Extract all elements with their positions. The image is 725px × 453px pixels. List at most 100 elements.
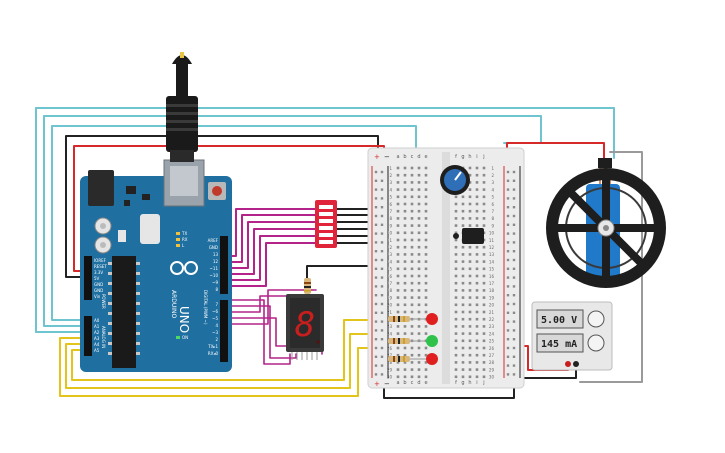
led-red-2[interactable] (388, 353, 438, 365)
breadboard-hole[interactable] (468, 253, 472, 256)
rail-hole[interactable] (506, 223, 510, 226)
breadboard-hole[interactable] (468, 353, 472, 357)
breadboard-hole[interactable] (410, 281, 414, 285)
breadboard-hole[interactable] (417, 289, 421, 292)
wire-magenta-1[interactable] (223, 208, 316, 257)
rail-hole[interactable] (380, 276, 384, 279)
breadboard-hole[interactable] (403, 346, 407, 350)
rail-hole[interactable] (512, 232, 516, 235)
breadboard-hole[interactable] (417, 325, 421, 328)
rail-hole[interactable] (512, 276, 516, 279)
rail-hole[interactable] (506, 258, 510, 262)
breadboard-hole[interactable] (417, 224, 421, 227)
breadboard-hole[interactable] (410, 202, 414, 206)
rail-hole[interactable] (380, 197, 384, 200)
breadboard-hole[interactable] (482, 166, 486, 170)
rail-hole[interactable] (380, 294, 384, 297)
rail-hole[interactable] (380, 250, 384, 253)
breadboard-hole[interactable] (417, 209, 421, 213)
rail-hole[interactable] (512, 355, 516, 358)
breadboard-hole[interactable] (475, 188, 479, 191)
rail-hole[interactable] (506, 329, 510, 332)
breadboard-hole[interactable] (468, 209, 472, 213)
breadboard-hole[interactable] (468, 188, 472, 191)
rail-hole[interactable] (380, 223, 384, 226)
breadboard-hole[interactable] (454, 274, 458, 278)
breadboard-hole[interactable] (403, 296, 407, 299)
breadboard-hole[interactable] (396, 260, 400, 263)
breadboard-hole[interactable] (410, 289, 414, 292)
rail-hole[interactable] (380, 346, 384, 350)
rail-hole[interactable] (506, 188, 510, 191)
breadboard-hole[interactable] (396, 346, 400, 350)
voltage-knob[interactable] (587, 310, 605, 328)
led-green[interactable] (388, 335, 438, 347)
wire-magenta-seg[interactable] (223, 289, 323, 365)
breadboard-hole[interactable] (424, 209, 428, 213)
breadboard-hole[interactable] (410, 238, 414, 242)
breadboard-hole[interactable] (461, 260, 465, 263)
rail-hole[interactable] (512, 223, 516, 226)
rail-hole[interactable] (374, 294, 378, 297)
breadboard-hole[interactable] (454, 217, 458, 220)
breadboard-hole[interactable] (461, 267, 465, 271)
breadboard-hole[interactable] (461, 303, 465, 307)
breadboard-hole[interactable] (468, 325, 472, 328)
breadboard-hole[interactable] (475, 166, 479, 170)
breadboard-hole[interactable] (403, 332, 407, 335)
breadboard-hole[interactable] (468, 296, 472, 299)
servo-motor[interactable] (546, 158, 666, 288)
breadboard-hole[interactable] (461, 346, 465, 350)
breadboard-hole[interactable] (424, 274, 428, 278)
breadboard-hole[interactable] (454, 209, 458, 213)
breadboard-hole[interactable] (468, 346, 472, 350)
rail-hole[interactable] (512, 311, 516, 314)
breadboard-hole[interactable] (454, 375, 458, 379)
breadboard-hole[interactable] (396, 238, 400, 242)
breadboard-hole[interactable] (410, 173, 414, 177)
breadboard-hole[interactable] (403, 260, 407, 263)
rail-hole[interactable] (380, 285, 384, 288)
rail-hole[interactable] (506, 373, 510, 376)
breadboard-hole[interactable] (475, 209, 479, 213)
breadboard-hole[interactable] (403, 289, 407, 292)
breadboard-hole[interactable] (424, 245, 428, 249)
breadboard-hole[interactable] (482, 296, 486, 299)
breadboard-hole[interactable] (475, 202, 479, 206)
rail-hole[interactable] (512, 285, 516, 288)
breadboard-hole[interactable] (475, 368, 479, 371)
breadboard-hole[interactable] (403, 195, 407, 199)
breadboard-hole[interactable] (424, 267, 428, 271)
rail-hole[interactable] (380, 258, 384, 262)
breadboard-hole[interactable] (468, 289, 472, 292)
breadboard-hole[interactable] (396, 310, 400, 314)
rail-hole[interactable] (374, 206, 378, 209)
rail-hole[interactable] (380, 311, 384, 314)
breadboard-hole[interactable] (424, 188, 428, 191)
breadboard-hole[interactable] (482, 317, 486, 321)
power-cable[interactable] (166, 52, 198, 162)
breadboard-hole[interactable] (410, 217, 414, 220)
breadboard-hole[interactable] (461, 332, 465, 335)
breadboard-hole[interactable] (482, 260, 486, 263)
breadboard-hole[interactable] (410, 332, 414, 335)
breadboard-hole[interactable] (410, 245, 414, 249)
breadboard-hole[interactable] (424, 253, 428, 256)
rail-hole[interactable] (374, 320, 378, 323)
breadboard-hole[interactable] (417, 188, 421, 191)
breadboard-hole[interactable] (461, 361, 465, 364)
breadboard-hole[interactable] (410, 188, 414, 191)
rail-hole[interactable] (380, 214, 384, 218)
rail-hole[interactable] (374, 241, 378, 244)
breadboard-hole[interactable] (424, 231, 428, 235)
breadboard-hole[interactable] (475, 325, 479, 328)
rail-hole[interactable] (512, 258, 516, 262)
rail-hole[interactable] (512, 373, 516, 376)
psu-terminal-negative[interactable] (573, 361, 579, 367)
breadboard-hole[interactable] (475, 267, 479, 271)
rail-hole[interactable] (512, 188, 516, 191)
breadboard-hole[interactable] (475, 224, 479, 227)
breadboard-hole[interactable] (454, 353, 458, 357)
breadboard-hole[interactable] (454, 346, 458, 350)
breadboard-hole[interactable] (468, 368, 472, 371)
